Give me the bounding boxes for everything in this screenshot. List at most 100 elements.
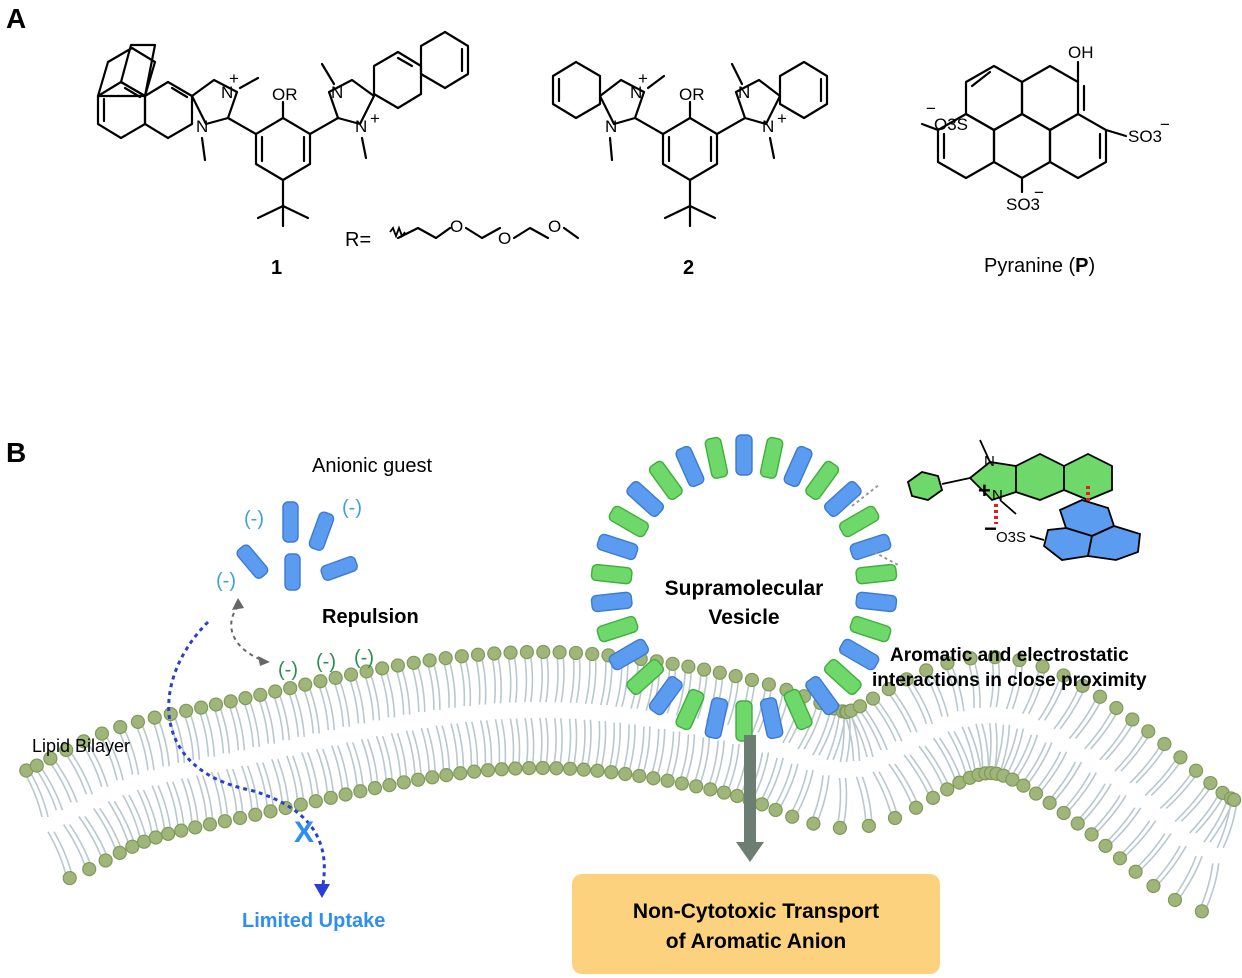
r-equals-label: R= [345, 229, 371, 251]
lipid-tail [1189, 792, 1221, 834]
anion-charge-2: (-) [342, 497, 362, 519]
lipid-head [832, 820, 848, 835]
lipid-head [268, 684, 283, 699]
guest-capsule [849, 533, 892, 561]
pyranine-minus-bottom: − [1034, 183, 1044, 202]
host-capsule [648, 460, 683, 500]
lipid-head [396, 775, 411, 790]
compound-2-n-plus-right: N [762, 117, 774, 136]
lipid-tail [560, 652, 565, 703]
lipid-head [919, 663, 934, 678]
lipid-head [940, 655, 955, 671]
interaction-label-line2: interactions in close proximity [872, 670, 1147, 691]
pyranine-sulfonate-bottom: SO3 [1006, 195, 1040, 214]
lipid-head [136, 834, 152, 849]
guest-capsule [308, 511, 335, 551]
guest-capsule [236, 544, 269, 579]
lipid-head [1005, 772, 1020, 787]
lipid-head [308, 794, 323, 809]
lipid-head [963, 651, 978, 666]
compound-1-plus-right: + [370, 109, 380, 128]
lipid-head [1056, 668, 1071, 683]
interaction-inset: + N N − O3S [906, 439, 1141, 561]
pyranine-oh: OH [1068, 43, 1094, 62]
lipid-head [1128, 864, 1143, 879]
lipid-head [217, 814, 232, 829]
lipid-head [899, 672, 914, 687]
lipid-head [535, 760, 550, 776]
lipid-head [98, 853, 113, 868]
lipid-head [508, 761, 523, 776]
guest-capsule [838, 638, 880, 671]
lipid-head [253, 687, 268, 702]
lipid-tail [1038, 751, 1068, 795]
lipid-head [1098, 838, 1113, 853]
lipid-head [238, 691, 253, 706]
lipid-tail [524, 717, 529, 769]
lipid-tail [490, 653, 496, 704]
lipid-tail [607, 722, 616, 773]
lipid-tail [136, 789, 154, 838]
lipid-head [1141, 724, 1156, 739]
lipid-tail [764, 757, 784, 805]
lipid-head [519, 645, 535, 660]
lipid-tail [545, 651, 549, 703]
lipid-tail [1114, 730, 1146, 772]
lipid-bilayer-label: Lipid Bilayer [32, 736, 130, 756]
lipid-head [248, 807, 263, 822]
lipid-head [940, 782, 955, 797]
limited-uptake-label: Limited Uptake [242, 910, 385, 932]
lipid-tail [509, 718, 515, 769]
lipid-tail [529, 651, 534, 703]
lipid-tail [590, 653, 597, 704]
inset-n-bottom: N [992, 487, 1003, 504]
host-capsule [823, 659, 862, 695]
lipid-tail [655, 728, 666, 779]
lipid-head [410, 772, 426, 787]
lipid-head [785, 809, 800, 824]
lipid-tail [411, 730, 422, 780]
ether-o-1: O [450, 217, 463, 236]
lipid-head [568, 645, 584, 661]
lipid-head [298, 677, 313, 692]
lipid-head [1035, 659, 1050, 674]
lipid-head [1167, 892, 1183, 908]
host-capsule [849, 615, 892, 643]
lipid-head [1109, 700, 1124, 716]
lipid-head [1028, 786, 1044, 801]
lipid-head [232, 810, 248, 826]
lipid-tail [579, 719, 586, 770]
lipid-tail [599, 720, 607, 771]
guest-capsule [675, 445, 705, 488]
lipid-head [712, 665, 727, 680]
lipid-head [761, 677, 776, 692]
pyranine-minus-right: − [1160, 115, 1170, 134]
pyranine-sulfonate-right: SO3 [1128, 127, 1162, 146]
lipid-head [467, 764, 482, 779]
lipid-head [94, 726, 110, 741]
lipid-head [716, 785, 732, 800]
lipid-head [113, 719, 128, 735]
membrane-charge-3: (-) [354, 647, 374, 669]
compound-1-n-right: N [331, 83, 343, 102]
guest-capsule [855, 591, 898, 613]
lipid-tail [409, 662, 420, 713]
compound-1-label: 1 [271, 257, 282, 279]
lipid-tail [464, 656, 472, 707]
host-capsule [596, 615, 639, 643]
lipid-tail [1144, 756, 1179, 797]
lipid-tail [1068, 696, 1098, 740]
lipid-tail [425, 660, 435, 710]
lipid-head [768, 802, 783, 818]
repulsion-label: Repulsion [322, 606, 419, 628]
lipid-head [696, 662, 712, 677]
lipid-tail [1177, 855, 1203, 901]
membrane-charge-1: (-) [278, 659, 298, 681]
lipid-head [130, 714, 145, 729]
host-capsule [626, 659, 665, 695]
lipid-head [703, 782, 718, 797]
lipid-head [585, 646, 600, 662]
compound-1-structure: OR N + N N N + [96, 30, 470, 228]
lipid-head [861, 818, 876, 833]
lipid-head [618, 766, 633, 782]
